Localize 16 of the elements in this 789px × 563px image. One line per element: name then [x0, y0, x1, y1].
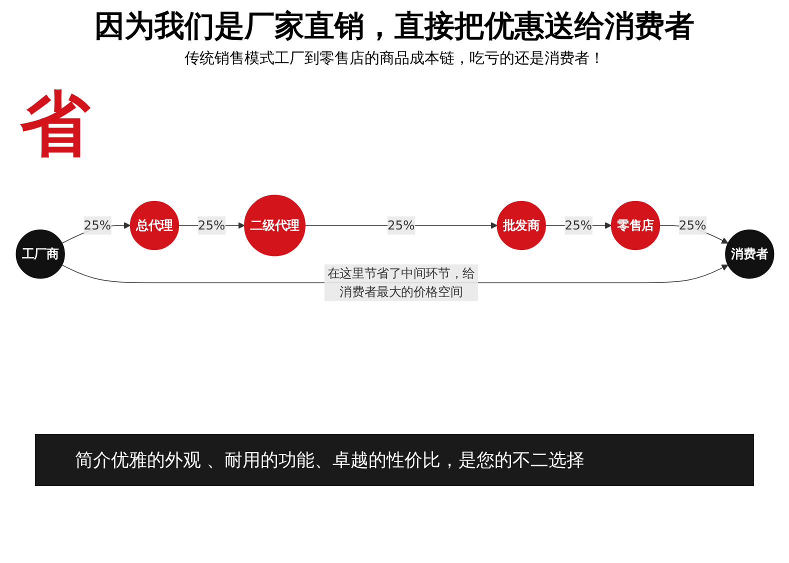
node-circle: 工厂商 — [15, 229, 64, 279]
caption-banner: 简介优雅的外观 、耐用的功能、卓越的性价比，是您的不二选择 — [35, 434, 754, 486]
large-character: 省 — [20, 82, 90, 167]
edge-label: 25% — [564, 218, 592, 232]
edge-label: 25% — [83, 218, 111, 232]
edge-label: 在这里节省了中间环节，给消费者最大的价格空间 — [326, 266, 474, 299]
node-circle: 二级代理 — [244, 194, 305, 256]
title: 因为我们是厂家直销，直接把优惠送给消费者 — [94, 8, 696, 46]
node-circle: 总代理 — [129, 200, 179, 250]
edge-label: 25% — [386, 218, 414, 232]
edge-label: 25% — [197, 218, 225, 232]
node-circle: 批发商 — [496, 200, 546, 250]
node-circle: 消费者 — [724, 229, 774, 279]
edge-label: 25% — [678, 218, 706, 232]
node-circle: 零售店 — [610, 200, 660, 250]
subtitle: 传统销售模式工厂到零售店的商品成本链，吃亏的还是消费者！ — [184, 49, 606, 68]
